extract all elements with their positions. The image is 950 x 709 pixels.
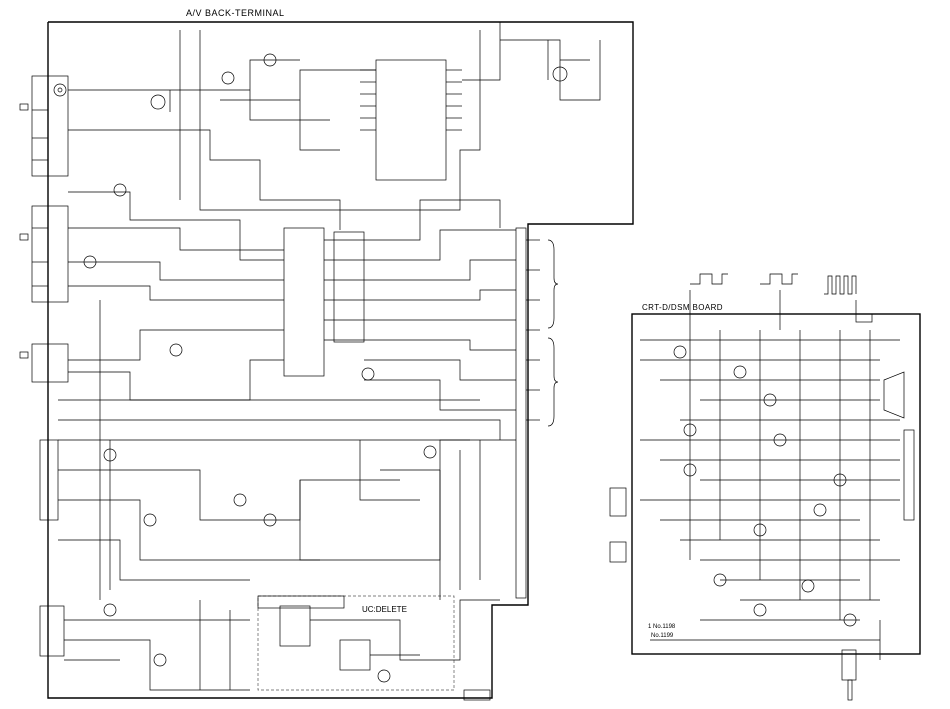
av-board-outline: [47, 21, 634, 699]
transistor-symbols: [83, 53, 568, 683]
bottom-right-connector: [841, 649, 857, 701]
crt-transistors: [673, 345, 857, 627]
ic-upper-right: [360, 59, 462, 181]
board-legend: 1 No.1198 No.1199: [648, 624, 676, 639]
legend-line-1: 1 No.1198: [648, 624, 676, 630]
waveform-3: [824, 275, 857, 295]
main-board-connector: [515, 227, 559, 599]
diagram-title: A/V BACK-TERMINAL: [186, 8, 285, 18]
crt-board-title: CRT-D/DSM BOARD: [642, 303, 723, 312]
crt-board-outline: [631, 313, 921, 655]
bottom-main-connector: [463, 689, 491, 701]
side-connector: [39, 439, 65, 657]
waveform-1: [690, 273, 728, 285]
waveform-2: [760, 273, 798, 285]
ic-center-switch: [283, 227, 365, 377]
input-connector-3: [19, 343, 69, 383]
ic-delete-block: [279, 605, 371, 671]
delete-region: [257, 595, 455, 691]
main-wiring: [58, 22, 601, 691]
crt-wiring: [640, 290, 900, 660]
crt-board-connector: [609, 313, 915, 563]
input-connector-2: [19, 205, 69, 303]
input-connector-1: [19, 75, 69, 177]
delete-label: UC:DELETE: [362, 605, 407, 614]
legend-line-2: No.1199: [651, 633, 674, 639]
